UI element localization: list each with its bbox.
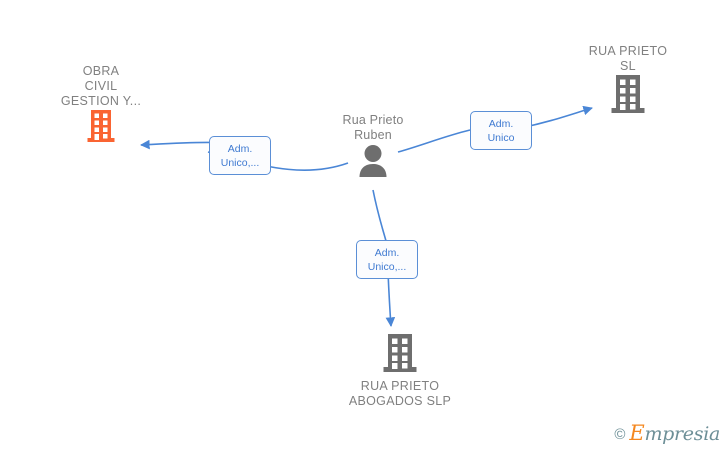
edge-ruben-to-rua-prieto-sl-line xyxy=(397,129,471,153)
node-rua-prieto-sl-label: RUA PRIETO SL xyxy=(588,44,668,73)
person-icon xyxy=(356,143,390,179)
copyright-icon: © xyxy=(614,425,626,443)
node-obra-civil-label: OBRA CIVIL GESTION Y... xyxy=(60,64,142,108)
building-icon xyxy=(611,74,645,114)
node-rua-prieto-sl[interactable]: RUA PRIETO SL xyxy=(548,44,708,114)
node-rua-prieto-ruben-label: Rua Prieto Ruben xyxy=(342,113,404,142)
empresia-watermark: © Empresia xyxy=(614,421,720,445)
building-icon xyxy=(87,109,115,143)
node-rua-prieto-abogados-slp-label: RUA PRIETO ABOGADOS SLP xyxy=(348,379,452,408)
edge-ruben-to-abogados-line-2 xyxy=(385,271,396,327)
empresia-logo-initial: E xyxy=(629,421,645,445)
node-obra-civil[interactable]: OBRA CIVIL GESTION Y... xyxy=(21,64,181,143)
node-rua-prieto-ruben[interactable]: Rua Prieto Ruben xyxy=(293,113,453,179)
edge-ruben-to-abogados-line xyxy=(372,189,387,242)
edge-label-ruben-to-rua-prieto-sl[interactable]: Adm. Unico xyxy=(470,111,532,150)
node-rua-prieto-abogados-slp[interactable]: RUA PRIETO ABOGADOS SLP xyxy=(320,333,480,409)
empresia-logo-rest: mpresia xyxy=(644,423,720,445)
empresia-logo: Empresia xyxy=(629,421,720,445)
edge-label-ruben-to-obra-civil[interactable]: Adm. Unico,... xyxy=(209,136,271,175)
building-icon xyxy=(383,333,417,373)
edge-label-ruben-to-abogados[interactable]: Adm. Unico,... xyxy=(356,240,418,279)
